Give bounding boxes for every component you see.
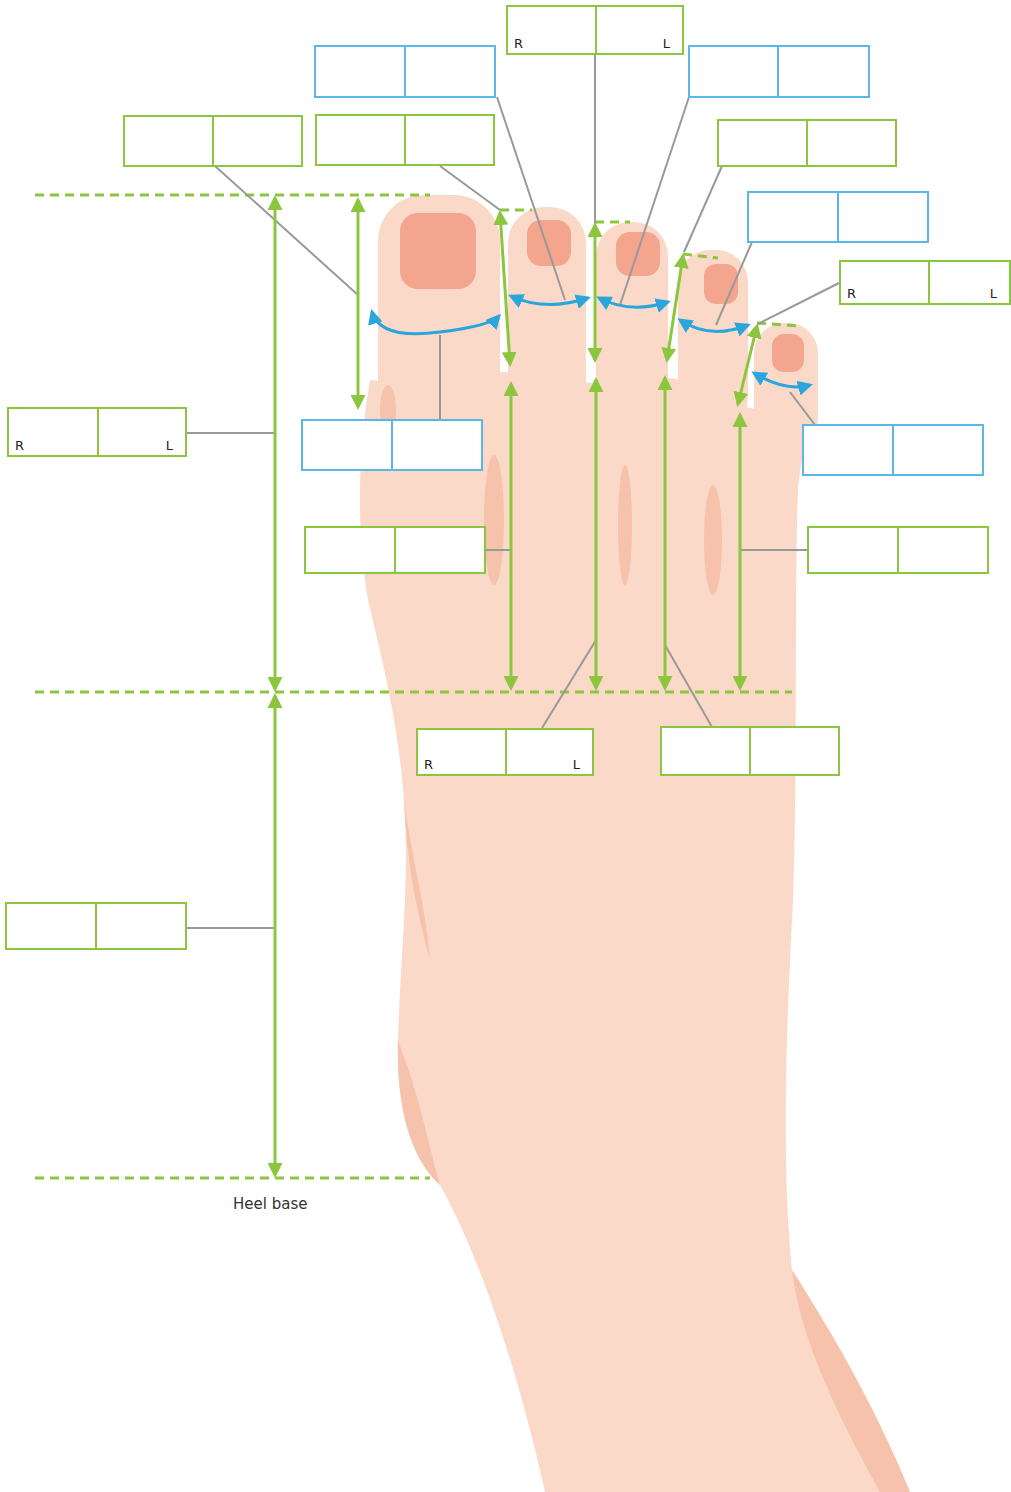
leader-lines-part [215, 166, 358, 295]
girth-arrows-part [754, 373, 810, 387]
measure-box: RL [416, 728, 594, 776]
foot-shape-part [400, 213, 476, 289]
length-arrows-part [500, 213, 510, 364]
side-left-label: L [990, 287, 997, 301]
side-right-label: R [424, 758, 433, 772]
foot-shape [360, 195, 910, 1492]
empty-boxes-part [808, 527, 988, 573]
foot-shape-part [484, 455, 504, 585]
foot-shape-part [792, 1270, 910, 1492]
foot-shape-part [404, 800, 430, 960]
length-arrows-part [274, 696, 277, 1175]
girth-arrows-part [511, 296, 588, 305]
length-arrows-part [357, 200, 360, 407]
leader-lines-part [620, 97, 689, 305]
empty-boxes-part [124, 116, 302, 166]
length-arrows-part [274, 198, 277, 689]
leader-lines-part [440, 166, 500, 210]
empty-boxes-part [305, 527, 485, 573]
leader-lines-part [186, 927, 275, 929]
empty-boxes-part [897, 527, 899, 573]
empty-boxes-part [892, 425, 894, 475]
empty-boxes-part [661, 727, 839, 775]
side-right-label: R [514, 37, 523, 51]
foot-shape-part [398, 1040, 440, 1185]
girth-arrows-part [680, 320, 748, 331]
leader-lines-part [439, 335, 441, 420]
box-divider [97, 409, 99, 455]
leader-lines-part [594, 55, 596, 224]
length-arrows-part [667, 256, 683, 360]
leader-lines-part [716, 242, 752, 325]
length-arrows-part [510, 384, 513, 688]
empty-boxes-part [806, 120, 808, 166]
empty-boxes-part [6, 903, 186, 949]
girth-arrows-part [599, 298, 668, 307]
dashed-guides-part [757, 323, 800, 326]
empty-boxes-part [95, 903, 97, 949]
length-arrows-part [664, 378, 667, 688]
empty-boxes-part [391, 420, 393, 470]
empty-boxes-part [718, 120, 896, 166]
dashed-guides-part [683, 254, 718, 258]
measure-box: RL [506, 5, 684, 55]
empty-boxes-part [394, 527, 396, 573]
foot-shape-part [527, 220, 571, 266]
foot-shape-part [378, 195, 500, 440]
girth-arrows [372, 296, 810, 387]
girth-arrows-part [372, 312, 499, 334]
leader-lines-part [740, 549, 808, 551]
leader-lines [186, 55, 839, 928]
empty-boxes-part [315, 46, 495, 97]
foot-shape-part [508, 207, 586, 432]
length-arrows [275, 198, 757, 1175]
dashed-guides-part [500, 209, 532, 212]
leader-lines-part [684, 166, 722, 252]
length-arrows-part [594, 225, 597, 360]
empty-boxes-part [404, 115, 406, 165]
leader-lines-part [790, 392, 815, 425]
side-left-label: L [573, 758, 580, 772]
empty-boxes-part [803, 425, 983, 475]
box-divider [595, 7, 597, 53]
leader-lines-part [497, 97, 565, 300]
empty-boxes-part [837, 192, 839, 242]
foot-shape-part [772, 334, 804, 372]
foot-shape-part [618, 465, 632, 585]
empty-boxes-part [689, 46, 869, 97]
dashed-guides [35, 195, 800, 1178]
empty-boxes [6, 46, 988, 949]
length-arrows-part [739, 415, 742, 688]
length-arrows-part [738, 326, 757, 404]
leader-lines-part [758, 283, 839, 324]
leader-lines-part [665, 645, 712, 727]
measure-box: RL [839, 260, 1011, 305]
leader-lines-part [187, 432, 275, 434]
foot-shape-part [704, 485, 722, 595]
measure-box: RL [7, 407, 187, 457]
empty-boxes-part [316, 115, 494, 165]
dashed-guides-part [595, 221, 630, 224]
length-arrows-part [595, 380, 598, 688]
box-divider [928, 262, 930, 303]
reference-label: Heel base [233, 1195, 307, 1213]
dashed-guides-part [35, 691, 792, 694]
empty-boxes-part [777, 46, 779, 97]
side-left-label: L [663, 37, 670, 51]
empty-boxes-part [404, 46, 406, 97]
side-right-label: R [15, 439, 24, 453]
dashed-guides-part [35, 1177, 430, 1180]
foot-shape-part [596, 222, 668, 427]
dashed-guides-part [35, 194, 430, 197]
empty-boxes-part [748, 192, 928, 242]
empty-boxes-part [212, 116, 214, 166]
empty-boxes-part [302, 420, 482, 470]
empty-boxes-part [749, 727, 751, 775]
foot-shape-part [616, 232, 660, 276]
side-left-label: L [166, 439, 173, 453]
leader-lines-part [485, 549, 510, 551]
leader-lines-part [542, 640, 596, 728]
box-divider [505, 730, 507, 774]
side-right-label: R [847, 287, 856, 301]
